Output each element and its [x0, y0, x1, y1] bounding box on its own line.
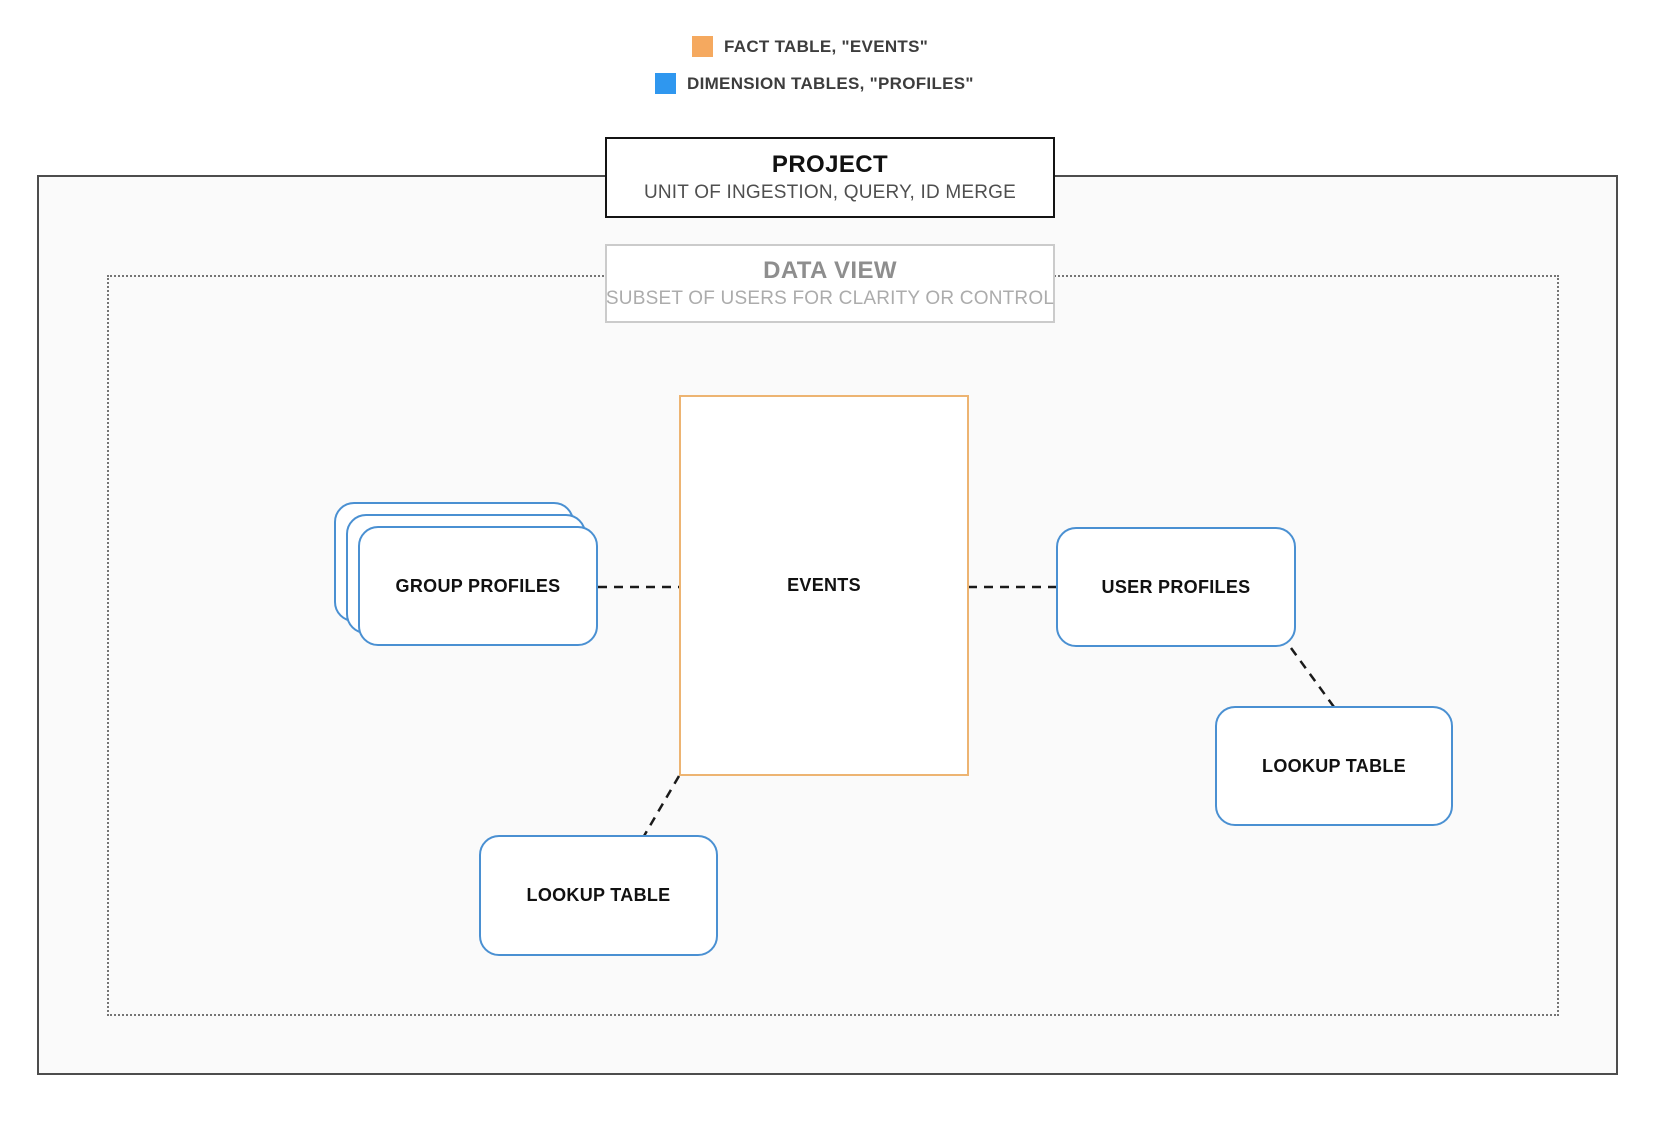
- legend-item-fact-table: FACT TABLE, "EVENTS": [692, 36, 928, 57]
- connector-user-profiles-lookup-table: [1289, 647, 1336, 708]
- lookup-table-right-node: LOOKUP TABLE: [1215, 706, 1453, 826]
- connector-events-lookup-table: [642, 775, 681, 837]
- project-subtitle: UNIT OF INGESTION, QUERY, ID MERGE: [643, 182, 1017, 203]
- events-node-label: EVENTS: [787, 575, 861, 595]
- data-view-title: DATA VIEW: [763, 257, 897, 284]
- lookup-table-right-node-label: LOOKUP TABLE: [1262, 755, 1406, 776]
- data-view-subtitle: SUBSET OF USERS FOR CLARITY OR CONTROL: [605, 288, 1055, 309]
- lookup-table-left-node-label: LOOKUP TABLE: [526, 885, 671, 905]
- group-profiles-node-label: GROUP PROFILES: [395, 575, 561, 596]
- data-view-header-box: DATA VIEW SUBSET OF USERS FOR CLARITY OR…: [605, 244, 1055, 323]
- user-profiles-node: USER PROFILES: [1056, 527, 1296, 647]
- fact-table-legend-label: FACT TABLE, "EVENTS": [724, 36, 929, 56]
- project-header-box: PROJECT UNIT OF INGESTION, QUERY, ID MER…: [605, 137, 1055, 218]
- group-profiles-node: GROUP PROFILES: [358, 526, 598, 646]
- legend-item-dimension-tables: DIMENSION TABLES, "PROFILES": [655, 73, 974, 94]
- project-title: PROJECT: [771, 151, 889, 178]
- user-profiles-node-label: USER PROFILES: [1101, 576, 1251, 597]
- fact-table-legend-swatch-icon: [692, 36, 713, 57]
- dimension-tables-legend-swatch-icon: [655, 73, 676, 94]
- dimension-tables-legend-label: DIMENSION TABLES, "PROFILES": [687, 73, 974, 93]
- lookup-table-left-node: LOOKUP TABLE: [479, 835, 718, 956]
- events-fact-table-node: EVENTS: [679, 395, 969, 776]
